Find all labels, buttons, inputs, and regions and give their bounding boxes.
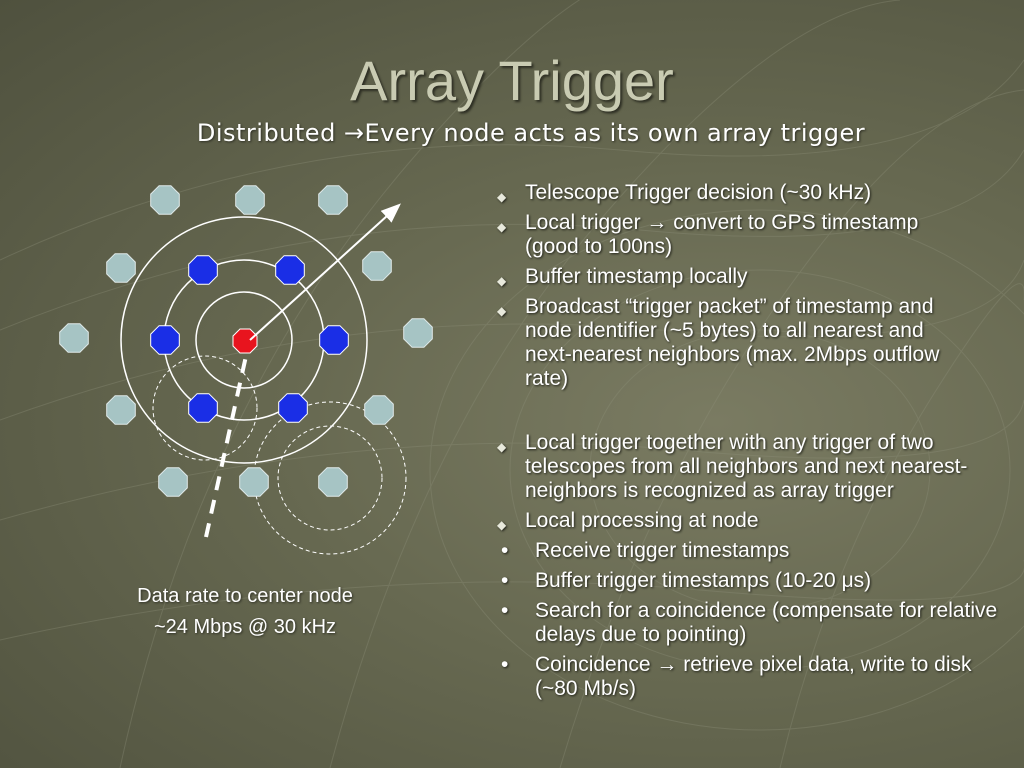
bullet-item: ◆ Telescope Trigger decision (~30 kHz)	[490, 181, 970, 205]
dot-bullet-icon: •	[501, 569, 509, 592]
bullet-text: Local trigger → convert to GPS timestamp…	[525, 211, 919, 258]
dashed-circle-small	[152, 355, 258, 461]
dot-bullet-icon: •	[501, 653, 509, 676]
nearest-node	[278, 393, 308, 423]
next-nearest-node	[106, 253, 136, 283]
bullet-item: ◆ Local trigger together with any trigger…	[490, 431, 1010, 503]
direction-arrow	[249, 203, 401, 341]
diamond-bullet-icon: ◆	[497, 304, 507, 318]
outer-circle	[120, 216, 368, 464]
inner-circle	[195, 291, 293, 389]
data-rate-caption: Data rate to center node ~24 Mbps @ 30 k…	[90, 581, 400, 643]
sub-bullet-item: • Search for a coincidence (compensate fo…	[490, 599, 1010, 647]
next-nearest-node	[362, 251, 392, 281]
bullet-text: Buffer timestamp locally	[525, 265, 748, 288]
bullet-item: ◆ Buffer timestamp locally	[490, 265, 970, 289]
bullet-text: Local processing at node	[525, 509, 759, 532]
next-nearest-node	[235, 185, 265, 215]
caption-line-1: Data rate to center node	[137, 585, 353, 607]
node-group	[59, 185, 433, 497]
bullet-item: ◆ Local processing at node • Receive trigg…	[490, 509, 1010, 701]
bullet-item: ◆ Broadcast “trigger packet” of timestamp…	[490, 295, 970, 391]
bullet-text: Local trigger together with any trigger …	[525, 431, 968, 502]
nearest-node	[150, 325, 180, 355]
dashed-circle-mid	[277, 425, 383, 531]
sub-bullet-text: Coincidence → retrieve pixel data, write…	[535, 653, 972, 700]
sub-bullet-item: • Receive trigger timestamps	[490, 539, 1010, 563]
bullet-list-bottom: ◆ Local trigger together with any trigger…	[490, 431, 1010, 707]
diamond-bullet-icon: ◆	[497, 190, 507, 204]
dot-bullet-icon: •	[501, 539, 509, 562]
sub-bullet-item: • Buffer trigger timestamps (10-20 μs)	[490, 569, 1010, 593]
diamond-bullet-icon: ◆	[497, 440, 507, 454]
bullet-item: ◆ Local trigger → convert to GPS timestam…	[490, 211, 970, 259]
bullet-list-top: ◆ Telescope Trigger decision (~30 kHz) ◆ L…	[490, 181, 970, 397]
sub-bullet-text: Receive trigger timestamps	[535, 539, 790, 562]
sub-bullet-text: Search for a coincidence (compensate for…	[535, 599, 998, 646]
nearest-node	[319, 325, 349, 355]
bullet-text: Telescope Trigger decision (~30 kHz)	[525, 181, 872, 204]
sub-bullet-list: • Receive trigger timestamps • Buffer trig…	[490, 539, 1010, 701]
caption-line-2: ~24 Mbps @ 30 kHz	[153, 616, 337, 638]
next-nearest-node	[403, 318, 433, 348]
nearest-node	[188, 393, 218, 423]
slide-title: Array Trigger	[350, 49, 674, 112]
slide-subtitle: Distributed →Every node acts as its own …	[196, 119, 866, 147]
array-diagram	[59, 185, 433, 555]
center-node	[232, 328, 258, 354]
next-nearest-node	[106, 395, 136, 425]
next-nearest-node	[239, 467, 269, 497]
data-path-line	[204, 355, 248, 538]
sub-bullet-item: • Coincidence → retrieve pixel data, writ…	[490, 653, 1010, 701]
next-nearest-node	[150, 185, 180, 215]
dot-bullet-icon: •	[501, 599, 509, 622]
next-nearest-node	[318, 467, 348, 497]
nearest-node	[188, 255, 218, 285]
diamond-bullet-icon: ◆	[497, 518, 507, 532]
next-nearest-node	[158, 467, 188, 497]
next-nearest-node	[318, 185, 348, 215]
diamond-bullet-icon: ◆	[497, 274, 507, 288]
sub-bullet-text: Buffer trigger timestamps (10-20 μs)	[535, 569, 872, 592]
next-nearest-node	[59, 323, 89, 353]
next-nearest-node	[364, 395, 394, 425]
diamond-bullet-icon: ◆	[497, 220, 507, 234]
bullet-text: Broadcast “trigger packet” of timestamp …	[525, 295, 940, 390]
nearest-node	[275, 255, 305, 285]
